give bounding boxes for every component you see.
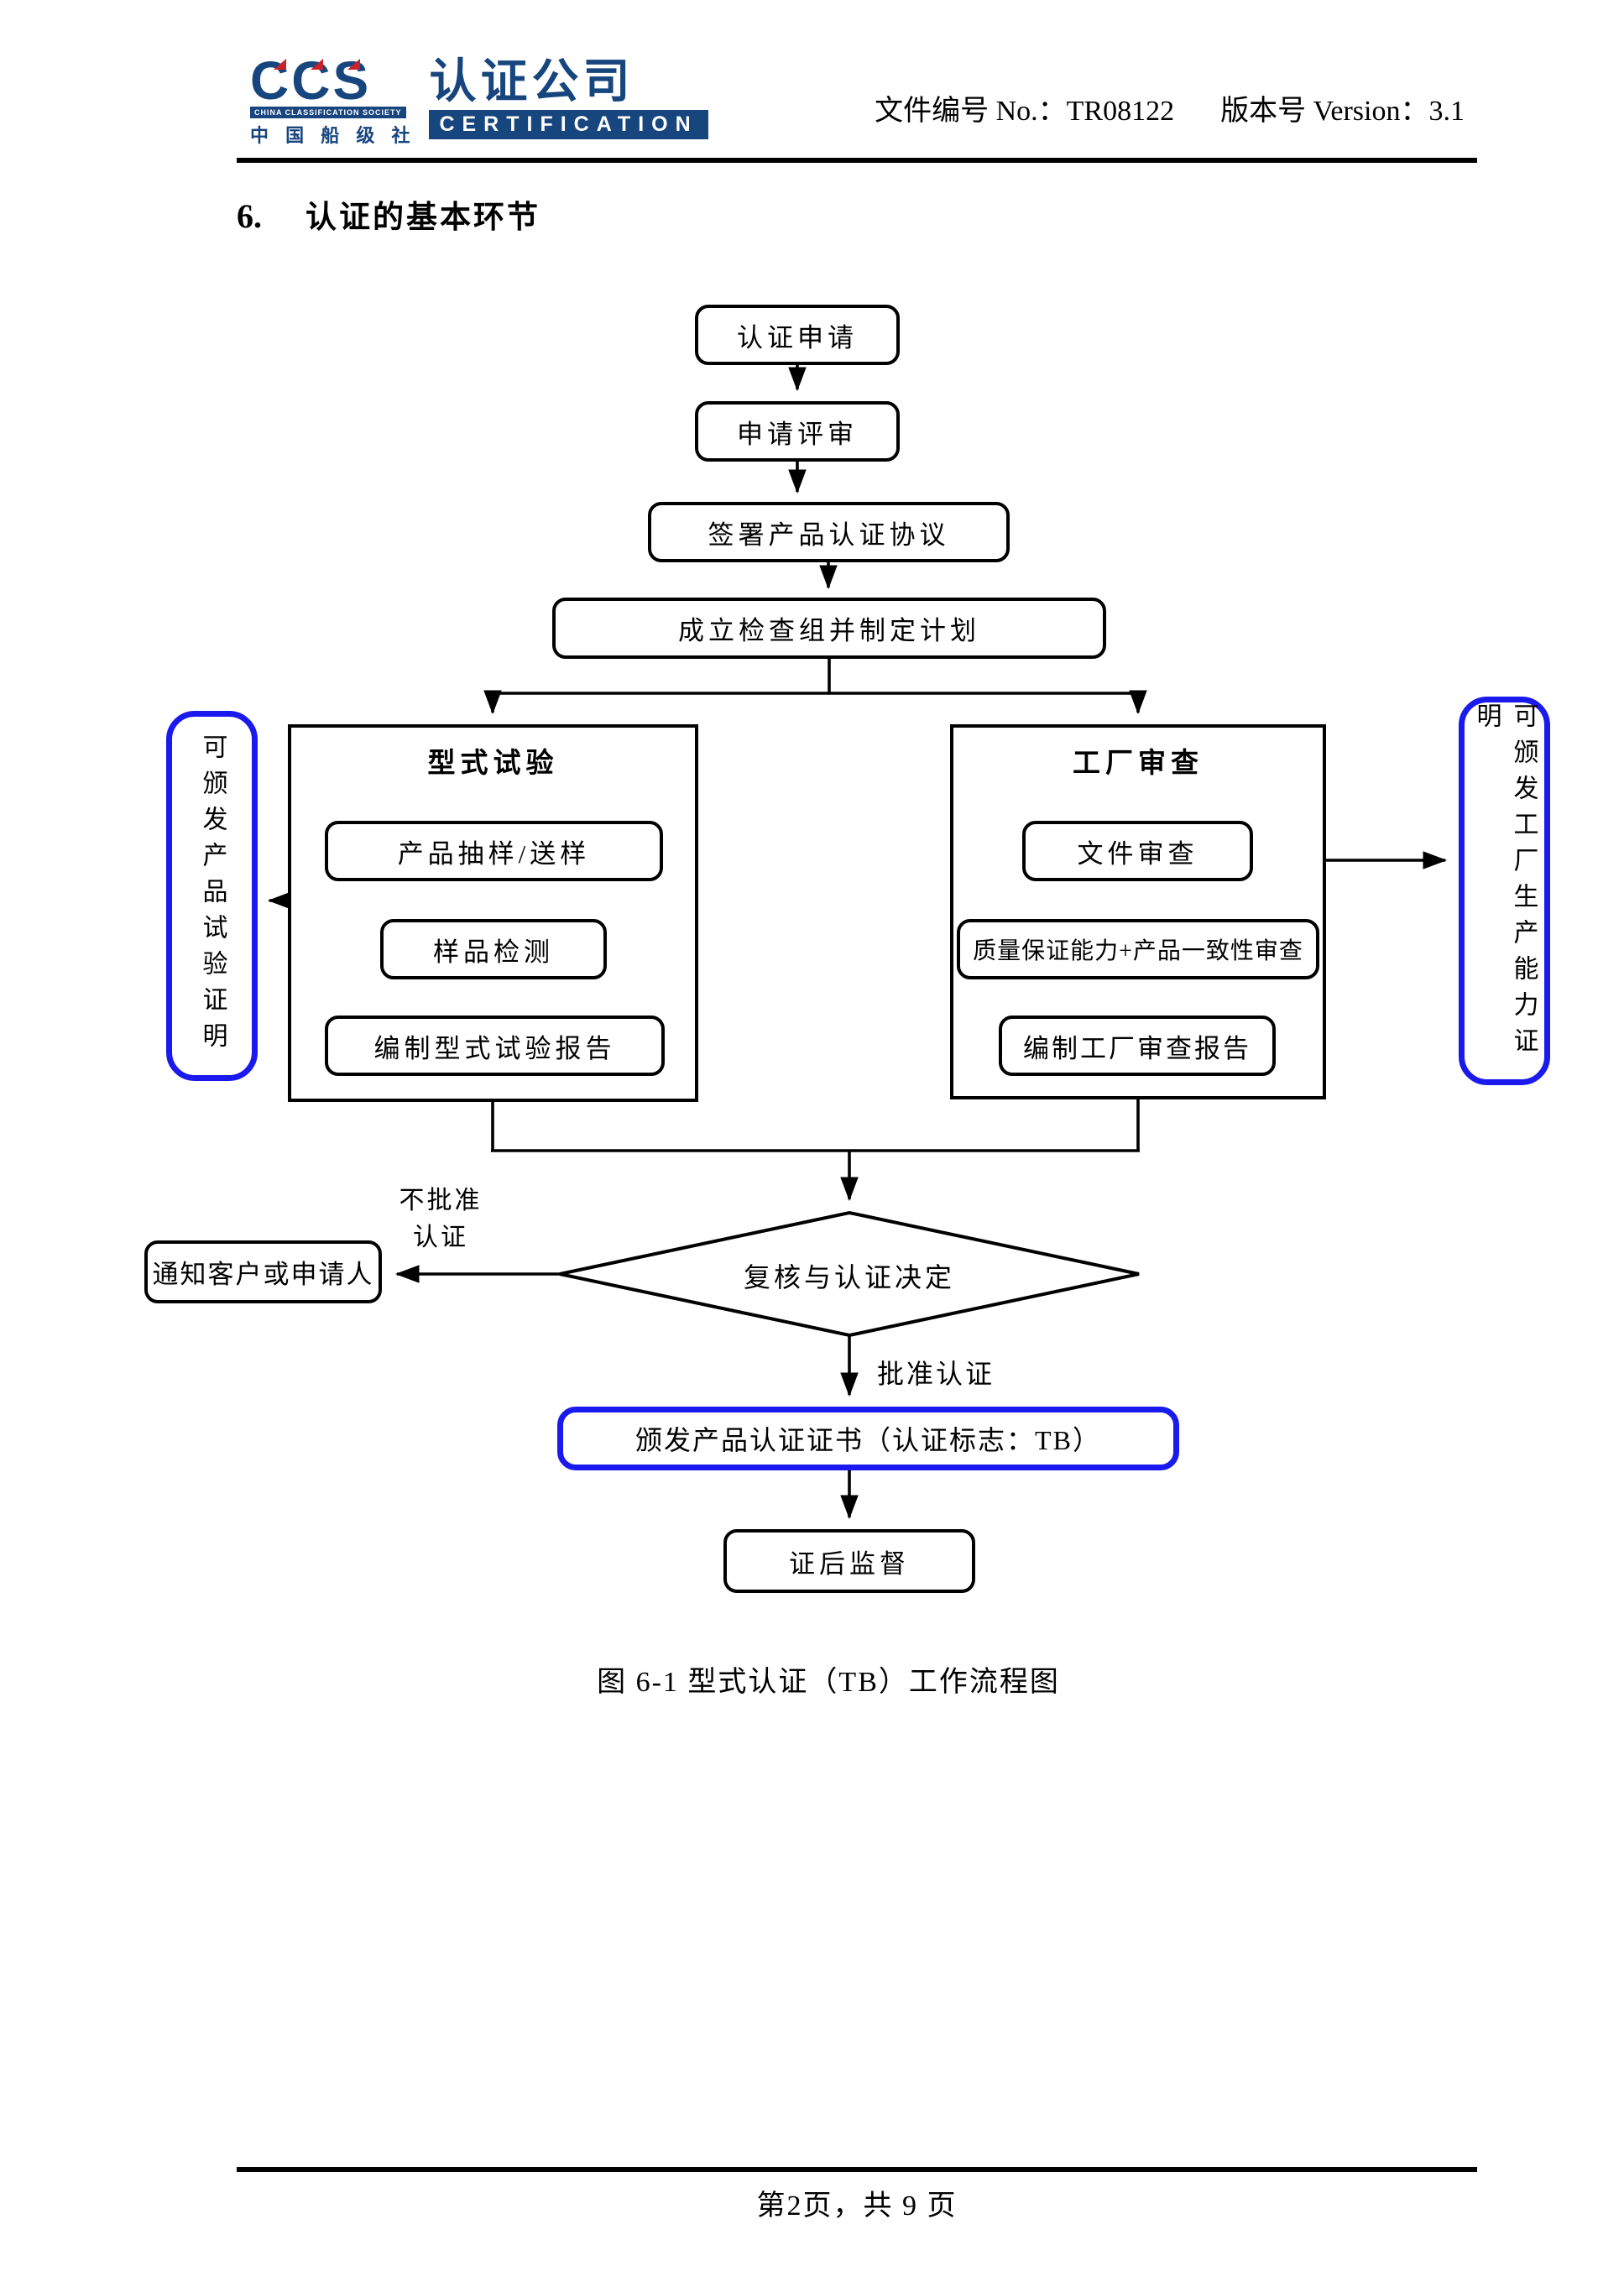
doc-version: 版本号 Version：3.1: [1220, 96, 1465, 127]
reject-label-line2: 认证: [413, 1224, 468, 1251]
note-factory-capability-certificate: 可颁发工厂生产能力证明: [1459, 697, 1550, 1085]
step-form-inspection-team: 成立检查组并制定计划: [552, 598, 1106, 659]
ccs-logo: CCS CHINA CLASSIFICATION SOCIETY 中 国 船 级…: [250, 50, 708, 148]
step-application-review: 申请评审: [695, 401, 900, 462]
logo-ccs-text: CCS: [250, 50, 372, 111]
step-sample-testing: 样品检测: [380, 919, 607, 979]
reject-label: 不批准 认证: [382, 1179, 499, 1253]
logo-company-cn: 认证公司: [429, 55, 634, 107]
logo-right-block: 认证公司 CERTIFICATION: [429, 57, 708, 139]
step-certification-application: 认证申请: [695, 305, 900, 365]
logo-left-block: CCS CHINA CLASSIFICATION SOCIETY 中 国 船 级…: [250, 50, 416, 148]
approve-label: 批准认证: [877, 1359, 995, 1389]
type-test-title: 型式试验: [427, 749, 559, 779]
logo-society-cn: 中 国 船 级 社: [250, 125, 416, 146]
step-factory-audit-report: 编制工厂审查报告: [999, 1016, 1276, 1076]
decision-review-certification: 复核与认证决定: [743, 1262, 955, 1292]
step-sign-agreement: 签署产品认证协议: [648, 502, 1010, 562]
header-rule: [237, 158, 1477, 163]
doc-number: 文件编号 No.：TR08122: [875, 96, 1175, 127]
section-number: 6.: [237, 197, 262, 235]
step-type-test-report: 编制型式试验报告: [325, 1016, 665, 1076]
step-product-sampling: 产品抽样/送样: [325, 821, 663, 881]
reject-label-line1: 不批准: [399, 1187, 483, 1214]
step-document-review: 文件审查: [1022, 821, 1253, 881]
footer-rule: [237, 2167, 1477, 2172]
step-notify-client: 通知客户或申请人: [144, 1240, 382, 1303]
factory-audit-title: 工厂审查: [1073, 749, 1204, 779]
note-product-test-certificate: 可颁发产品试验证明: [166, 711, 258, 1081]
step-post-certification-supervision: 证后监督: [723, 1529, 975, 1593]
figure-caption: 图 6-1 型式认证（TB）工作流程图: [597, 1667, 1060, 1698]
header-meta: 文件编号 No.：TR08122 版本号 Version：3.1: [747, 87, 1465, 128]
step-issue-certificate: 颁发产品认证证书（认证标志：TB）: [557, 1407, 1179, 1470]
logo-society-en: CHINA CLASSIFICATION SOCIETY: [250, 107, 406, 118]
section-text: 认证的基本环节: [305, 201, 540, 235]
step-quality-consistency-audit: 质量保证能力+产品一致性审查: [957, 919, 1319, 979]
section-title: 6. 认证的基本环节: [237, 191, 540, 237]
page-number: 第2页，共 9 页: [756, 2190, 958, 2222]
logo-certification-en: CERTIFICATION: [429, 110, 708, 139]
